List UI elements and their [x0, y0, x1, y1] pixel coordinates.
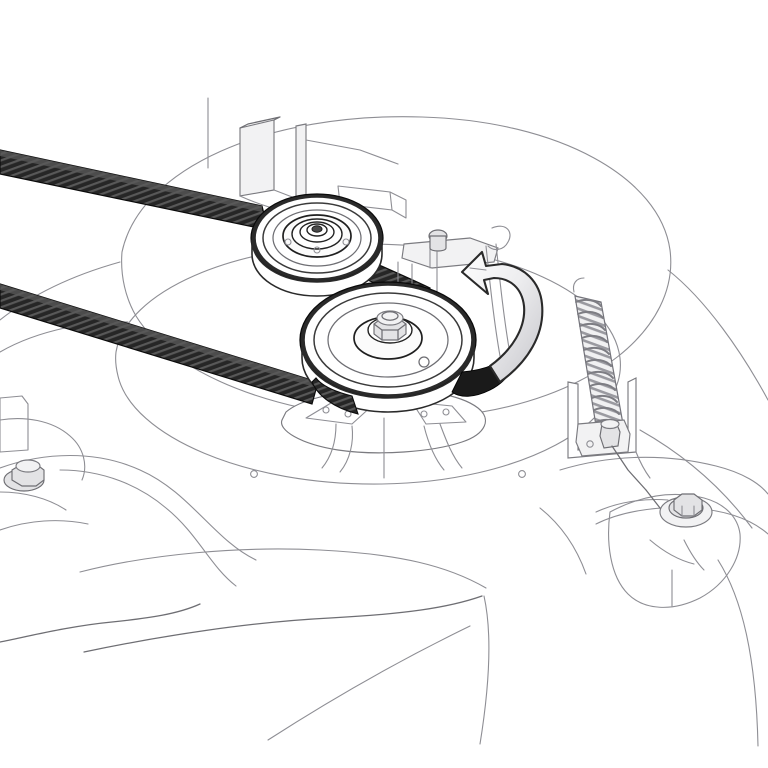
- spindle-bolt-3: [420, 410, 428, 418]
- bracket-hole: [586, 440, 594, 448]
- idler-hole-2: [342, 238, 350, 246]
- deck-rim-right-lower: [639, 429, 753, 529]
- spindle-groove-inner: [327, 302, 449, 378]
- spindle-bolt-1: [322, 406, 330, 414]
- belt-keeper-right-plate: [295, 123, 307, 199]
- deck-skirt-bottom-left: [0, 603, 201, 643]
- idler-top-bracket-side: [389, 191, 407, 219]
- caster-right-nut: [673, 493, 703, 517]
- deck-skirt-right-edge: [479, 595, 490, 745]
- deck-skirt-front-edge: [79, 548, 487, 589]
- caster-left-arm: [0, 418, 86, 481]
- eyebolt-rod: [611, 445, 647, 491]
- bracket-edge-lower: [635, 451, 651, 479]
- spindle-bolt-tip: [381, 311, 399, 321]
- tensioner-pivot-bolt-body: [429, 235, 447, 252]
- belt-keeper-left: [239, 116, 301, 201]
- idler-pulley: [250, 193, 384, 297]
- idler-hole-3: [313, 246, 321, 254]
- spring-rod-tail: [645, 489, 661, 509]
- spindle-hex-nut-top-edge: [373, 323, 407, 331]
- caster-right-top-edge: [595, 499, 669, 513]
- caster-mount-right: [595, 493, 741, 608]
- idler-hole-1: [284, 238, 292, 246]
- caster-right-fold-2: [683, 539, 705, 571]
- caster-mount-left: [0, 395, 89, 531]
- deck-rivet-left: [250, 470, 258, 478]
- caster-left-base: [0, 491, 67, 511]
- spindle-hex-nut-faces: [381, 329, 399, 341]
- belt-keeper-left-plate: [239, 119, 275, 197]
- spindle-groove-outer: [313, 292, 463, 388]
- keeper-brace: [305, 139, 399, 165]
- arrow-shape: [460, 250, 544, 384]
- deck-skirt-left-2: [59, 469, 237, 587]
- idler-center-bolt: [311, 225, 323, 233]
- tensioner-hook: [487, 225, 511, 251]
- spindle-small-bolt: [418, 356, 430, 368]
- caster-left-bolt-head: [15, 459, 41, 473]
- arrow-inner-detail: [469, 267, 487, 271]
- deck-skirt-bottom-mid: [83, 595, 483, 653]
- lower-belt-wrap-tail: [311, 377, 359, 415]
- deck-right-body-left: [539, 507, 587, 575]
- caster-right-nut-faces: [681, 505, 695, 517]
- spindle-nut-cap: [376, 310, 404, 326]
- caster-left-base-2: [0, 520, 89, 531]
- idler-pulley-groove-outer: [262, 202, 372, 274]
- spindle-rib-right-2: [439, 423, 463, 469]
- tensioner-rod-left: [485, 245, 501, 357]
- upper-belt-highlight: [0, 150, 262, 212]
- tensioner-direction-arrow: [460, 250, 544, 384]
- deck-rim-right: [667, 269, 768, 401]
- spindle-rib-left: [321, 423, 337, 469]
- spring-anchor-bracket: [567, 377, 651, 491]
- deck-right-body-top: [559, 456, 768, 495]
- deck-skirt-left: [0, 455, 257, 561]
- deck-rivet-right: [518, 470, 526, 478]
- spindle-rib-right: [423, 425, 445, 471]
- belt-keeper-left-top: [239, 116, 281, 129]
- lower-belt-highlight: [0, 284, 318, 388]
- deck-skirt-diag: [267, 625, 471, 741]
- bracket-u-channel: [567, 377, 637, 459]
- caster-left-box: [0, 395, 29, 453]
- tensioner-rod-right: [495, 243, 511, 355]
- eyebolt-washer: [600, 418, 620, 430]
- idler-pulley-side-wall: [251, 239, 383, 297]
- spring-top-hook: [572, 277, 585, 293]
- spindle-bolt-4: [442, 408, 450, 416]
- spindle-rib-left-2: [339, 425, 354, 473]
- deck-rim-left-upper: [0, 261, 121, 321]
- idler-pulley-groove-inner: [272, 209, 362, 267]
- deck-right-body-edge: [717, 559, 759, 747]
- caster-right-fold-1: [649, 539, 695, 565]
- spindle-arm-2: [411, 401, 467, 425]
- lower-drive-belt: [0, 283, 319, 405]
